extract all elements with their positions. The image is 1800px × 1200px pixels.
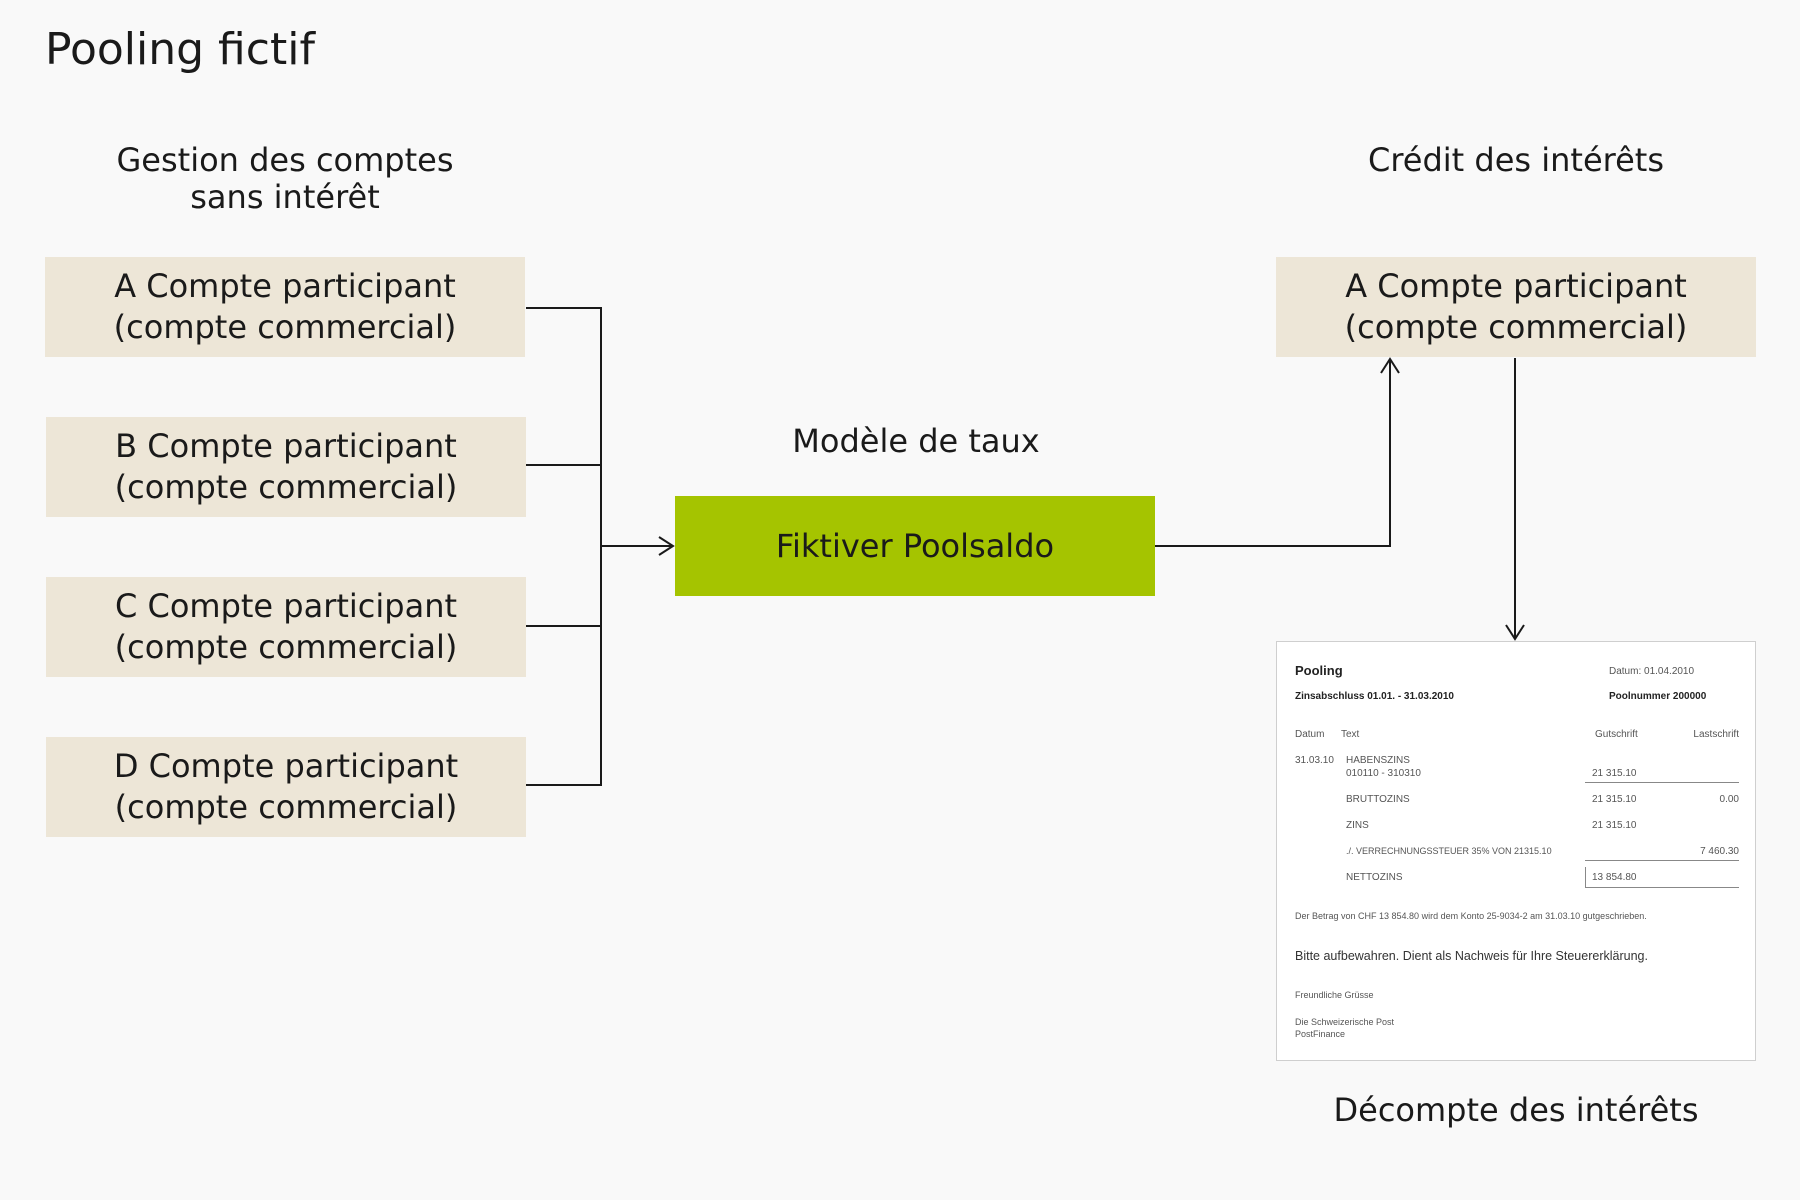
heading-line-2: sans intérêt — [190, 178, 380, 216]
row5-text: NETTOZINS — [1346, 872, 1403, 883]
account-box-d: D Compte participant (compte commercial) — [46, 737, 526, 837]
statement-greeting: Freundliche Grüsse — [1295, 990, 1374, 1000]
heading-account-management: Gestion des comptes sans intérêt — [45, 142, 525, 216]
row3-credit: 21 315.10 — [1592, 820, 1637, 831]
row1-text: HABENSZINS — [1346, 755, 1410, 766]
col-debit: Lastschrift — [1693, 729, 1739, 740]
statement-pool-number: Poolnummer 200000 — [1609, 691, 1707, 702]
statement-sender-1: Die Schweizerische Post — [1295, 1017, 1395, 1027]
row5-credit: 13 854.80 — [1592, 872, 1637, 883]
row2-debit: 0.00 — [1719, 794, 1739, 805]
account-type: (compte commercial) — [114, 788, 458, 826]
divider — [1585, 782, 1739, 783]
divider — [1585, 867, 1586, 887]
account-box-c: C Compte participant (compte commercial) — [46, 577, 526, 677]
account-label: A Compte participant — [114, 267, 456, 305]
account-type: (compte commercial) — [113, 308, 457, 346]
connector-a — [526, 307, 602, 786]
heading-rate-model: Modèle de taux — [792, 422, 1040, 460]
statement-title: Pooling — [1295, 663, 1343, 678]
arrow-to-statement-head — [1505, 624, 1525, 641]
account-label: C Compte participant — [114, 587, 458, 625]
account-type: (compte commercial) — [1344, 308, 1688, 346]
divider — [1585, 887, 1739, 888]
row2-credit: 21 315.10 — [1592, 794, 1637, 805]
col-date: Datum — [1295, 729, 1325, 740]
account-label: B Compte participant — [115, 427, 457, 465]
statement-keep-notice: Bitte aufbewahren. Dient als Nachweis fü… — [1295, 949, 1648, 963]
row2-text: BRUTTOZINS — [1346, 794, 1410, 805]
arrow-to-pool-head — [658, 536, 675, 556]
target-account-box-a: A Compte participant (compte commercial) — [1276, 257, 1756, 357]
statement-note: Der Betrag von CHF 13 854.80 wird dem Ko… — [1295, 911, 1647, 921]
row4-text: ./. VERRECHNUNGSSTEUER 35% VON 21315.10 — [1346, 846, 1552, 856]
page-title: Pooling fictif — [45, 24, 315, 75]
account-type: (compte commercial) — [114, 468, 458, 506]
account-label: D Compte participant — [113, 747, 459, 785]
divider — [1585, 860, 1739, 861]
col-credit: Gutschrift — [1595, 729, 1638, 740]
arrow-to-target-account — [1155, 359, 1391, 547]
row3-text: ZINS — [1346, 820, 1369, 831]
account-label: A Compte participant — [1345, 267, 1687, 305]
heading-interest-credit: Crédit des intérêts — [1367, 141, 1664, 179]
arrow-to-target-head — [1380, 357, 1400, 374]
notional-pool-balance-box: Fiktiver Poolsaldo — [675, 496, 1155, 596]
account-box-b: B Compte participant (compte commercial) — [46, 417, 526, 517]
col-text: Text — [1341, 729, 1360, 740]
heading-interest-statement: Décompte des intérêts — [1333, 1091, 1699, 1129]
row1-credit: 21 315.10 — [1592, 768, 1637, 779]
heading-line-1: Gestion des comptes — [116, 141, 454, 179]
row1-sub: 010110 - 310310 — [1346, 768, 1421, 779]
statement-period: Zinsabschluss 01.01. - 31.03.2010 — [1295, 691, 1454, 702]
row4-debit: 7 460.30 — [1700, 846, 1739, 857]
interest-statement-document: Pooling Datum: 01.04.2010 Zinsabschluss … — [1276, 641, 1756, 1061]
statement-sender-2: PostFinance — [1295, 1029, 1346, 1039]
pool-label: Fiktiver Poolsaldo — [775, 527, 1055, 565]
account-box-a: A Compte participant (compte commercial) — [45, 257, 525, 357]
statement-date: Datum: 01.04.2010 — [1609, 666, 1695, 677]
row-date: 31.03.10 — [1295, 755, 1334, 766]
account-type: (compte commercial) — [114, 628, 458, 666]
